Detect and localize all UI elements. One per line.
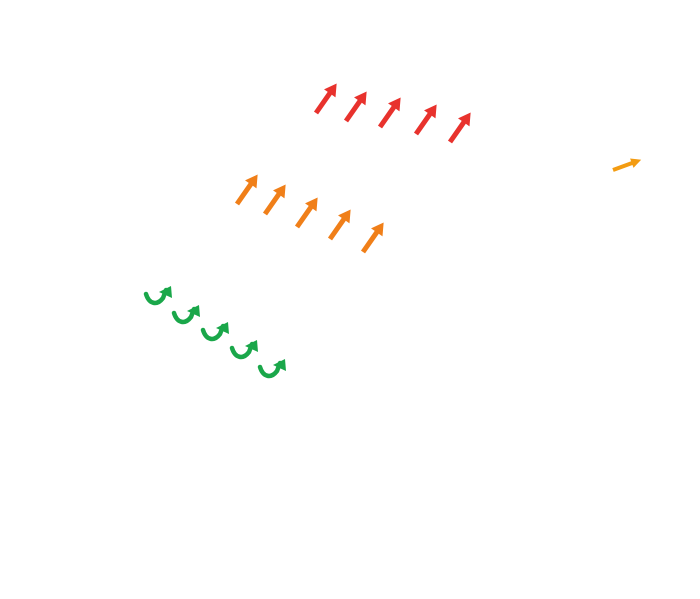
green-arrow-row-arrow-icon	[257, 359, 286, 379]
red-arrow-row	[313, 83, 471, 144]
green-arrow-row	[143, 286, 286, 379]
orange-arrow-row-arrow-icon	[327, 209, 351, 241]
orange-arrow-row-arrow-icon	[262, 184, 286, 216]
orange-arrow-row-arrow-icon	[294, 197, 318, 229]
green-arrow-row-arrow-icon	[143, 286, 172, 306]
red-arrow-row-arrow-icon	[313, 83, 337, 115]
green-arrow-row-arrow-icon	[171, 305, 200, 325]
green-arrow-row-arrow-icon	[200, 322, 229, 342]
orange-arrow-row-arrow-icon	[234, 174, 258, 206]
red-arrow-row-arrow-icon	[377, 97, 401, 129]
red-arrow-row-arrow-icon	[413, 104, 437, 136]
single-small-arrow	[612, 158, 642, 172]
red-arrow-row-arrow-icon	[447, 112, 471, 144]
orange-arrow-row	[234, 174, 384, 254]
green-arrow-row-arrow-icon	[229, 340, 258, 360]
red-arrow-row-arrow-icon	[343, 91, 367, 123]
orange-arrow-row-arrow-icon	[360, 222, 384, 254]
single-small-arrow-arrow-icon	[612, 158, 642, 172]
